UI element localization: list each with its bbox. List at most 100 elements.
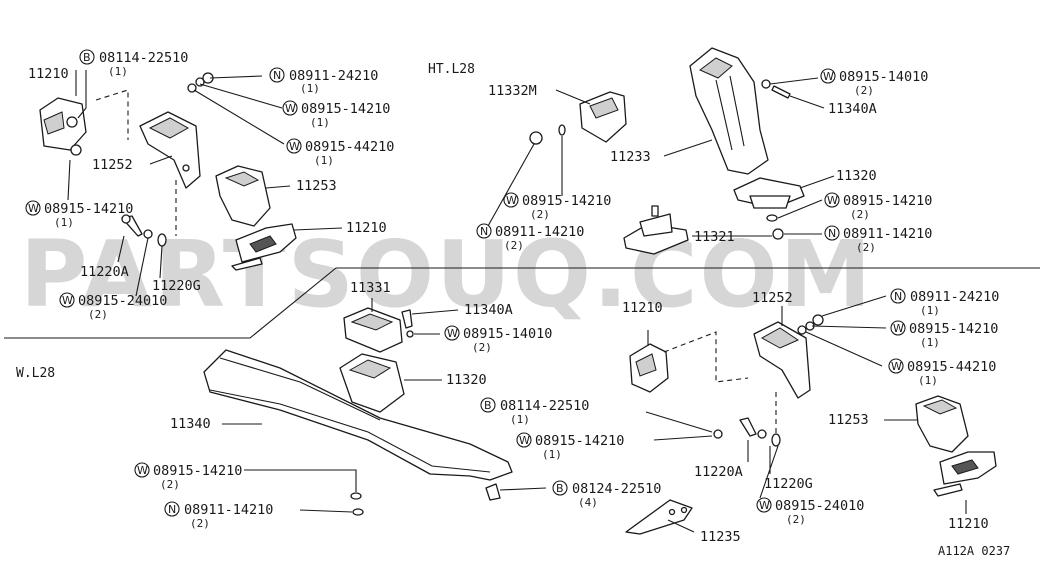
svg-text:W: W bbox=[823, 70, 834, 83]
callout-08915-14210-tl-1: W 08915-14210 (1) bbox=[282, 100, 390, 129]
bolt-08124[interactable] bbox=[485, 483, 501, 501]
cover-11253-br[interactable] bbox=[915, 395, 969, 453]
svg-text:08911-14210: 08911-14210 bbox=[495, 224, 584, 240]
svg-text:(1): (1) bbox=[300, 82, 320, 95]
mount-11320-ht[interactable] bbox=[733, 177, 805, 209]
callout-11210-tl-lower: 11210 bbox=[346, 220, 387, 236]
bracket-11252-br[interactable] bbox=[753, 321, 811, 399]
svg-text:(1): (1) bbox=[54, 216, 74, 229]
washer-11220g-tl[interactable] bbox=[157, 233, 167, 247]
callout-11340a-w: 11340A bbox=[464, 302, 513, 318]
washer-ht[interactable] bbox=[558, 124, 566, 136]
callout-08915-14210-br-2: W 08915-14210 (1) bbox=[890, 320, 998, 349]
washer-ht-2[interactable] bbox=[761, 79, 771, 89]
washer-w[interactable] bbox=[406, 330, 414, 338]
svg-text:08911-24210: 08911-24210 bbox=[910, 289, 999, 305]
callout-11210-br-upper: 11210 bbox=[622, 300, 663, 316]
svg-text:W: W bbox=[285, 102, 296, 115]
bolt-11340a-ht[interactable] bbox=[771, 85, 791, 99]
mount-11321[interactable] bbox=[623, 205, 689, 255]
bracket-11332m[interactable] bbox=[579, 91, 627, 143]
svg-text:(1): (1) bbox=[108, 65, 128, 78]
bracket-11331[interactable] bbox=[343, 307, 403, 353]
svg-text:N: N bbox=[168, 503, 176, 516]
svg-text:08114-22510: 08114-22510 bbox=[500, 398, 589, 414]
callout-11252-tl: 11252 bbox=[92, 157, 133, 173]
svg-text:08915-14010: 08915-14010 bbox=[463, 326, 552, 342]
bolt-11340a-w[interactable] bbox=[401, 309, 413, 329]
callout-11220g-br: 11220G bbox=[764, 476, 813, 492]
svg-text:B: B bbox=[484, 399, 492, 412]
nut-ht-2[interactable] bbox=[772, 228, 784, 240]
bracket-11233[interactable] bbox=[689, 47, 769, 175]
svg-text:W: W bbox=[289, 140, 300, 153]
svg-text:08915-44210: 08915-44210 bbox=[305, 139, 394, 155]
washer-br-3[interactable] bbox=[757, 429, 767, 439]
insulator-11210-br-upper[interactable] bbox=[629, 343, 669, 393]
callout-11340: 11340 bbox=[170, 416, 211, 432]
washer-tl-2[interactable] bbox=[195, 77, 205, 87]
washer-11220g-br[interactable] bbox=[771, 433, 781, 447]
leader-dash-tl bbox=[95, 89, 129, 140]
callout-08124-22510: B 08124-22510 (4) bbox=[552, 480, 661, 509]
svg-text:08915-14210: 08915-14210 bbox=[535, 433, 624, 449]
nut-ht[interactable] bbox=[529, 131, 543, 145]
callout-08915-14010-ht: W 08915-14010 (2) bbox=[820, 68, 928, 97]
callout-08915-14210-w: W 08915-14210 (2) bbox=[134, 462, 242, 491]
washer-tl-3[interactable] bbox=[143, 229, 153, 239]
svg-text:W: W bbox=[891, 360, 902, 373]
svg-text:(1): (1) bbox=[918, 374, 938, 387]
svg-text:08114-22510: 08114-22510 bbox=[99, 50, 188, 66]
svg-text:W: W bbox=[62, 294, 73, 307]
svg-text:N: N bbox=[273, 69, 281, 82]
bolt-head-br[interactable] bbox=[713, 429, 723, 439]
insulator-11210-tl-lower[interactable] bbox=[231, 223, 297, 271]
svg-text:08124-22510: 08124-22510 bbox=[572, 481, 661, 497]
bracket-11252-tl[interactable] bbox=[139, 111, 201, 189]
plate-11235[interactable] bbox=[625, 499, 693, 535]
nut-br[interactable] bbox=[812, 314, 824, 326]
callout-11320-ht: 11320 bbox=[836, 168, 877, 184]
mount-11320-w[interactable] bbox=[339, 353, 405, 413]
section-label-ht: HT.L28 bbox=[428, 62, 475, 77]
callout-08911-24210-br: N 08911-24210 (1) bbox=[890, 288, 999, 317]
bolt-11220a-br[interactable] bbox=[739, 417, 757, 437]
callout-08915-14010-w: W 08915-14010 (2) bbox=[444, 325, 552, 354]
washer-ht-3[interactable] bbox=[766, 214, 778, 222]
callout-11340a-ht: 11340A bbox=[828, 101, 877, 117]
callout-11253-br: 11253 bbox=[828, 412, 869, 428]
svg-text:08911-14210: 08911-14210 bbox=[843, 226, 932, 242]
callout-11321: 11321 bbox=[694, 229, 735, 245]
insulator-11210-tl[interactable] bbox=[39, 97, 87, 156]
svg-text:W: W bbox=[827, 194, 838, 207]
svg-text:(2): (2) bbox=[190, 517, 210, 530]
svg-text:(1): (1) bbox=[314, 154, 334, 167]
svg-text:(1): (1) bbox=[510, 413, 530, 426]
callout-08911-14210-ht-1: N 08911-14210 (2) bbox=[476, 223, 584, 252]
svg-text:W: W bbox=[759, 499, 770, 512]
svg-text:(2): (2) bbox=[88, 308, 108, 321]
svg-text:B: B bbox=[83, 51, 91, 64]
washer-w-2[interactable] bbox=[350, 492, 362, 500]
svg-text:(2): (2) bbox=[504, 239, 524, 252]
svg-text:08915-14210: 08915-14210 bbox=[522, 193, 611, 209]
svg-text:08915-14210: 08915-14210 bbox=[44, 201, 133, 217]
nut-w[interactable] bbox=[352, 508, 364, 516]
crossmember-11340[interactable] bbox=[203, 349, 513, 481]
svg-text:(1): (1) bbox=[310, 116, 330, 129]
bolt-11220a-tl[interactable] bbox=[121, 214, 143, 237]
svg-text:N: N bbox=[480, 225, 488, 238]
callout-08114-22510-tl: B 08114-22510 (1) bbox=[79, 49, 188, 78]
svg-text:08915-24010: 08915-24010 bbox=[775, 498, 864, 514]
callout-08114-22510-br: B 08114-22510 (1) bbox=[480, 397, 589, 426]
section-label-w: W.L28 bbox=[16, 366, 55, 381]
svg-text:N: N bbox=[828, 227, 836, 240]
washer-br-1[interactable] bbox=[797, 325, 807, 335]
callout-08915-24010-tl: W 08915-24010 (2) bbox=[59, 292, 167, 321]
svg-text:W: W bbox=[137, 464, 148, 477]
insulator-11210-br-lower[interactable] bbox=[933, 451, 997, 497]
svg-text:(2): (2) bbox=[856, 241, 876, 254]
callout-11210-br-lower: 11210 bbox=[948, 516, 989, 532]
cover-11253-tl[interactable] bbox=[215, 165, 271, 227]
